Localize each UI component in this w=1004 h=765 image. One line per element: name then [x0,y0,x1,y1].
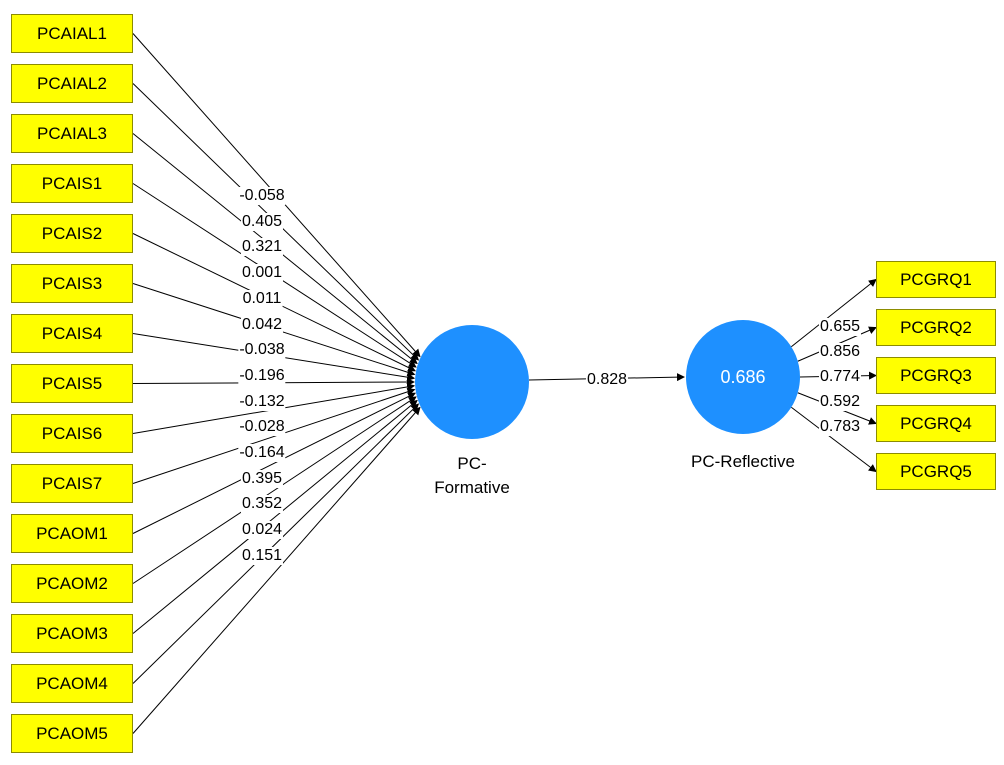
indicator-pcaom5[interactable]: PCAOM5 [11,714,133,753]
loading-path-pcgrq5 [790,406,877,473]
indicator-pcais4[interactable]: PCAIS4 [11,314,133,353]
indicator-pcaom2[interactable]: PCAOM2 [11,564,133,603]
indicator-pcais6[interactable]: PCAIS6 [11,414,133,453]
weight-label-pcaom3: 0.352 [240,495,284,514]
loading-label-pcgrq3: 0.774 [818,368,862,386]
indicator-pcaom4[interactable]: PCAOM4 [11,664,133,703]
pc-reflective-construct[interactable]: 0.686 [686,320,800,434]
weight-label-pcais4: -0.038 [238,341,286,360]
indicator-pcaial1[interactable]: PCAIAL1 [11,14,133,53]
indicator-pcgrq4[interactable]: PCGRQ4 [876,405,996,442]
loading-label-pcgrq2: 0.856 [818,343,862,361]
indicator-pcgrq1[interactable]: PCGRQ1 [876,261,996,298]
weight-label-pcaial2: 0.405 [240,212,284,231]
weight-path-pcais7 [132,387,416,484]
weight-label-pcais5: -0.196 [238,366,286,385]
weight-label-pcaial3: 0.321 [240,238,284,257]
weight-label-pcaom2: 0.395 [240,469,284,488]
weight-label-pcaom1: -0.164 [238,444,286,462]
pc-formative-label-line2: Formative [434,478,510,497]
weight-path-pcaom4 [132,403,420,684]
path-coefficient: 0.828 [585,371,629,389]
weight-label-pcais1: 0.001 [240,264,284,283]
weight-label-pcaom5: 0.151 [240,546,284,565]
indicator-pcais3[interactable]: PCAIS3 [11,264,133,303]
indicator-pcaom3[interactable]: PCAOM3 [11,614,133,653]
weight-label-pcais2: 0.011 [241,289,283,308]
pc-formative-label-line1: PC- [457,454,487,473]
indicator-pcgrq3[interactable]: PCGRQ3 [876,357,996,394]
loading-label-pcgrq4: 0.592 [818,393,862,411]
weight-label-pcais7: -0.028 [238,418,286,437]
indicator-pcais1[interactable]: PCAIS1 [11,164,133,203]
weight-label-pcais3: 0.042 [240,315,284,334]
indicator-pcgrq5[interactable]: PCGRQ5 [876,453,996,490]
weight-path-pcaom5 [132,406,421,734]
pc-formative-label: PC- Formative [420,452,524,500]
indicator-pcais2[interactable]: PCAIS2 [11,214,133,253]
weight-label-pcaial1: -0.058 [238,187,286,205]
weight-path-pcaom3 [132,399,418,634]
loading-path-pcgrq1 [790,278,877,348]
r-squared-value: 0.686 [720,366,766,387]
loading-label-pcgrq5: 0.783 [818,418,862,436]
weight-path-pcaom2 [132,396,417,584]
indicator-pcgrq2[interactable]: PCGRQ2 [876,309,996,346]
indicator-pcais5[interactable]: PCAIS5 [11,364,133,403]
indicator-pcaial3[interactable]: PCAIAL3 [11,114,133,153]
indicator-pcaom1[interactable]: PCAOM1 [11,514,133,553]
indicator-pcais7[interactable]: PCAIS7 [11,464,133,503]
weight-label-pcaom4: 0.024 [240,521,284,540]
pc-formative-construct[interactable] [415,325,529,439]
loading-label-pcgrq1: 0.655 [818,318,862,336]
weight-path-pcaom1 [132,392,416,534]
indicator-pcaial2[interactable]: PCAIAL2 [11,64,133,103]
weight-label-pcais6: -0.132 [238,392,286,411]
pc-reflective-label: PC-Reflective [691,452,795,471]
